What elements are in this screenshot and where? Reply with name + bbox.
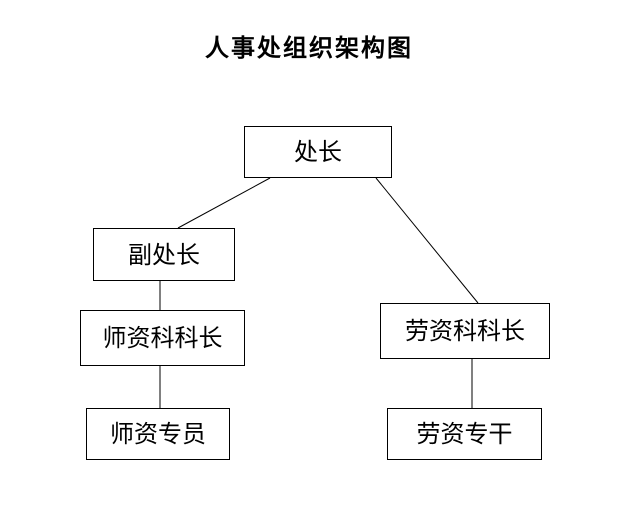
connector-head-labor-chief <box>375 177 479 304</box>
node-director: 处长 <box>244 126 392 178</box>
node-faculty-section-chief: 师资科科长 <box>80 310 245 366</box>
node-labor-officer: 劳资专干 <box>387 408 542 460</box>
node-director-label: 处长 <box>294 138 342 166</box>
node-faculty-section-chief-label: 师资科科长 <box>102 324 223 352</box>
node-faculty-specialist-label: 师资专员 <box>110 420 206 448</box>
node-deputy-director-label: 副处长 <box>128 240 200 269</box>
node-faculty-specialist: 师资专员 <box>86 408 230 460</box>
diagram-title: 人事处组织架构图 <box>205 34 413 62</box>
connector-head-deputy <box>177 177 271 229</box>
node-labor-officer-label: 劳资专干 <box>416 420 513 448</box>
node-labor-section-chief: 劳资科科长 <box>380 303 550 359</box>
node-deputy-director: 副处长 <box>93 228 235 281</box>
node-labor-section-chief-label: 劳资科科长 <box>405 317 525 345</box>
